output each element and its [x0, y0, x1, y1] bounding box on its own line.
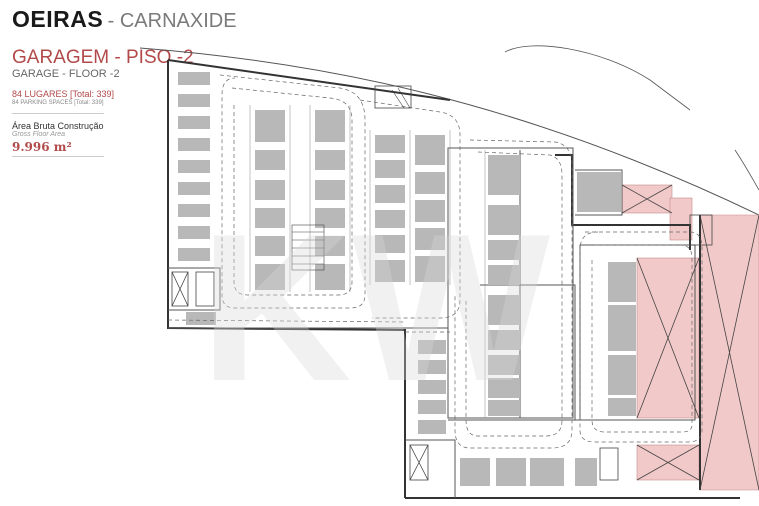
parking-count-pt: 84 LUGARES [Total: 339]: [12, 89, 115, 99]
driving-lanes: [167, 74, 703, 449]
legend-divider: [12, 113, 104, 114]
area-label-en: Gross Floor Area: [12, 131, 66, 138]
parking-count-en: 84 PARKING SPACES [Total: 339]: [12, 100, 104, 106]
floor-title: GARAGEM - PISO -2: [12, 47, 194, 68]
floor-subtitle: GARAGE - FLOOR -2: [12, 68, 120, 80]
stair-cores: [171, 85, 759, 491]
parking-spaces: [178, 72, 636, 486]
watermark-logo: KW: [200, 190, 550, 425]
area-label-pt: Área Bruta Construção: [12, 121, 104, 131]
area-value: 9.996 m²: [12, 140, 72, 154]
header: OEIRAS - CARNAXIDE: [12, 6, 237, 33]
city-name: OEIRAS: [12, 6, 104, 32]
road-edge: [734, 149, 759, 191]
district-name: - CARNAXIDE: [107, 10, 237, 32]
road-curve: [504, 45, 691, 111]
parking-space-grid: [249, 105, 486, 418]
ramp: [291, 87, 411, 271]
site-boundary-curve: [139, 47, 759, 216]
legend-divider-bottom: [12, 156, 104, 157]
partition-walls: [168, 147, 696, 498]
